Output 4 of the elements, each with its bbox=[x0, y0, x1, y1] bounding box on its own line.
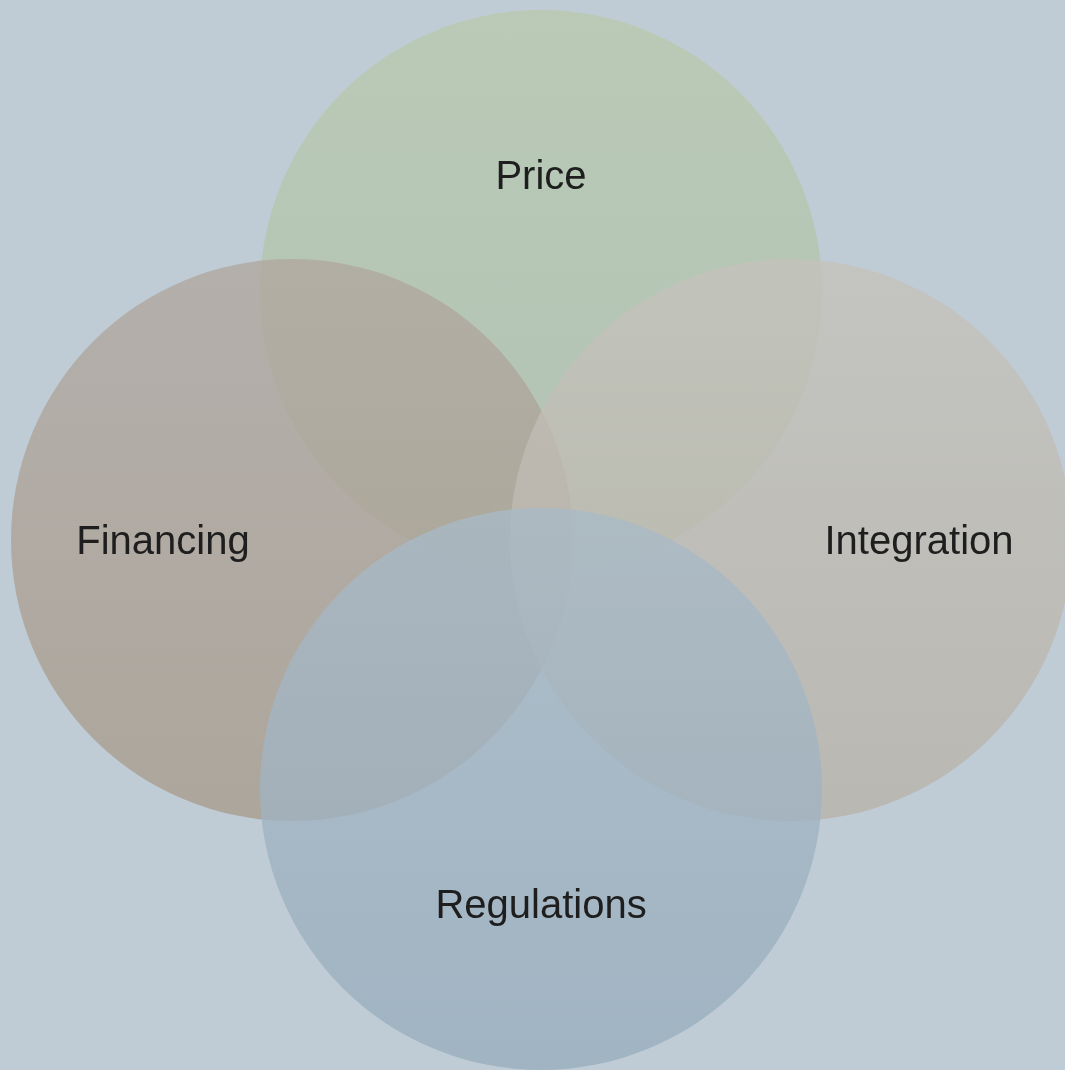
circle-label: Financing bbox=[76, 518, 250, 562]
circle-label: Regulations bbox=[435, 882, 647, 926]
circle-label: Price bbox=[495, 153, 587, 197]
circle-label: Integration bbox=[824, 518, 1014, 562]
